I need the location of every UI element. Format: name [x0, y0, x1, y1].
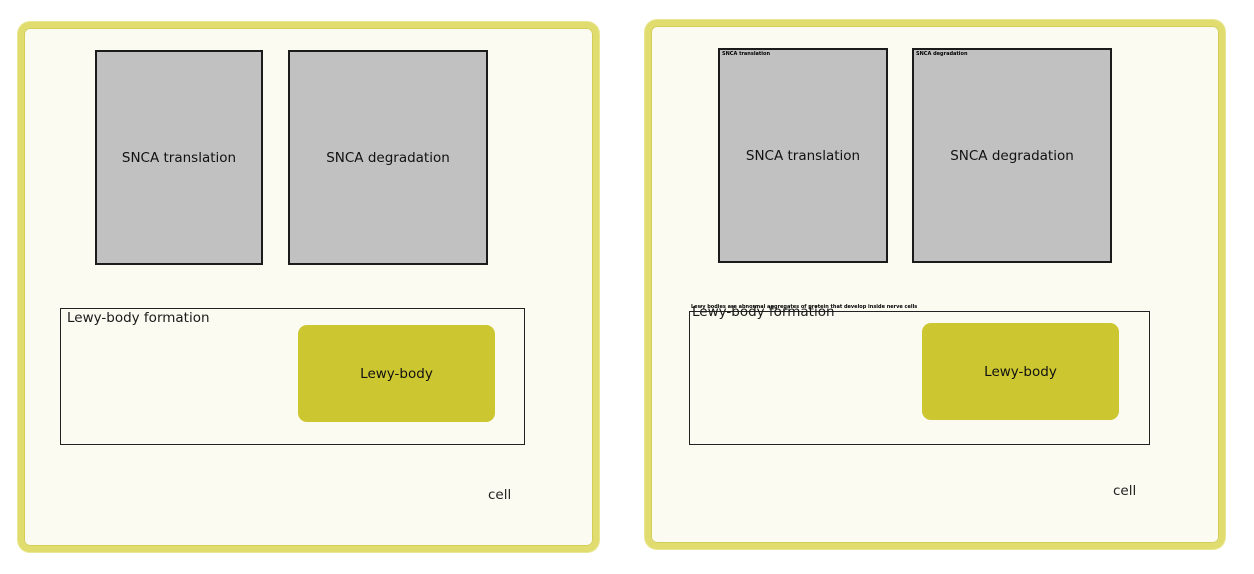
snca-degradation-overlay-label: SNCA degradation	[916, 51, 968, 57]
lewy-body-formation-annotation: Lewy bodies are abnormal aggregates of p…	[691, 304, 918, 310]
cell-compartment-right: SNCA translation SNCA translation SNCA d…	[645, 20, 1225, 549]
snca-translation-node[interactable]: SNCA translation	[95, 50, 263, 265]
lewy-body-node[interactable]: Lewy-body	[298, 325, 495, 422]
snca-degradation-node[interactable]: SNCA degradation	[288, 50, 488, 265]
cell-compartment-label: cell	[488, 487, 512, 503]
cell-compartment-left: SNCA translation SNCA degradation Lewy-b…	[18, 22, 599, 552]
snca-translation-label: SNCA translation	[121, 149, 237, 166]
snca-degradation-label: SNCA degradation	[950, 147, 1074, 164]
lewy-body-label: Lewy-body	[360, 365, 433, 382]
lewy-body-label: Lewy-body	[984, 363, 1057, 380]
lewy-body-formation-label: Lewy-body formation	[692, 304, 835, 320]
snca-translation-node[interactable]: SNCA translation SNCA translation	[718, 48, 888, 263]
cell-compartment-label: cell	[1113, 483, 1137, 499]
snca-degradation-label: SNCA degradation	[326, 149, 450, 166]
snca-degradation-node[interactable]: SNCA degradation SNCA degradation	[912, 48, 1112, 263]
snca-translation-label: SNCA translation	[745, 147, 861, 164]
snca-translation-overlay-label: SNCA translation	[722, 51, 771, 57]
lewy-body-formation-pathway[interactable]: Lewy bodies are abnormal aggregates of p…	[689, 304, 1150, 445]
lewy-body-formation-label: Lewy-body formation	[67, 310, 210, 326]
lewy-body-formation-pathway[interactable]: Lewy-body formation	[60, 308, 525, 445]
lewy-body-node[interactable]: Lewy-body	[922, 323, 1119, 420]
